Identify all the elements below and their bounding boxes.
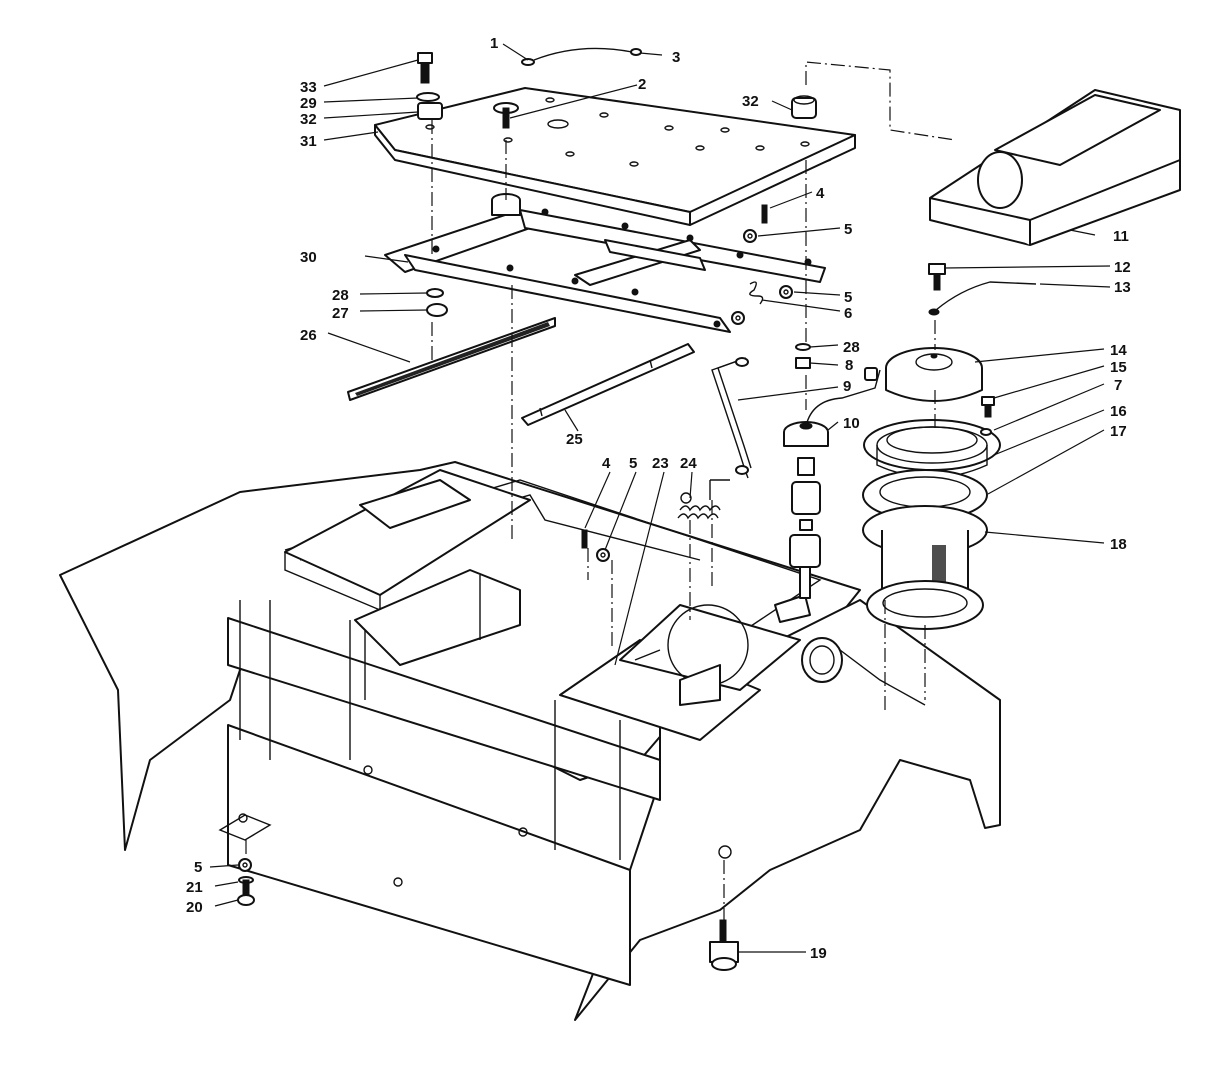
pivot-rod	[521, 343, 695, 426]
callout-15: 15	[1110, 359, 1127, 376]
leader-lines	[209, 43, 1111, 953]
callout-5: 5	[194, 859, 202, 876]
tank-cap	[885, 347, 983, 402]
center-lines	[245, 61, 956, 920]
callout-32: 32	[742, 93, 759, 110]
callout-4: 4	[816, 185, 825, 202]
callout-31: 31	[300, 133, 317, 150]
callout-4: 4	[602, 455, 611, 472]
callout-30: 30	[300, 249, 317, 266]
foam-strip	[347, 317, 556, 401]
spring	[677, 492, 721, 520]
callout-29: 29	[300, 95, 317, 112]
callout-14: 14	[1110, 342, 1127, 359]
seat-plate	[374, 87, 856, 226]
linkage-rod	[711, 357, 752, 479]
callout-6: 6	[844, 305, 852, 322]
callout-5: 5	[844, 221, 852, 238]
callout-28: 28	[332, 287, 349, 304]
callout-8: 8	[845, 357, 853, 374]
callout-20: 20	[186, 899, 203, 916]
callout-5: 5	[844, 289, 852, 306]
seat-frame	[384, 193, 826, 333]
callout-28: 28	[843, 339, 860, 356]
callout-5: 5	[629, 455, 637, 472]
callout-33: 33	[300, 79, 317, 96]
callout-21: 21	[186, 879, 203, 896]
callout-13: 13	[1114, 279, 1131, 296]
callout-32: 32	[300, 111, 317, 128]
callout-16: 16	[1110, 403, 1127, 420]
callout-27: 27	[332, 305, 349, 322]
callout-11: 11	[1113, 228, 1129, 245]
callout-12: 12	[1114, 259, 1131, 276]
switch-assembly	[783, 367, 881, 599]
console-cover	[929, 89, 1181, 246]
callout-3: 3	[672, 49, 680, 66]
chassis-body	[59, 461, 1001, 1021]
callout-25: 25	[566, 431, 583, 448]
callout-10: 10	[843, 415, 860, 432]
callout-9: 9	[843, 378, 851, 395]
callout-labels: 1 2 3 4 4 5 5 5 5 6 7 8 9 10 11 12 13 14…	[186, 35, 1131, 962]
callout-2: 2	[638, 76, 646, 93]
tank-body	[862, 505, 988, 630]
callout-1: 1	[490, 35, 498, 52]
callout-7: 7	[1114, 377, 1122, 394]
callout-18: 18	[1110, 536, 1127, 553]
callout-17: 17	[1110, 423, 1127, 440]
callout-24: 24	[680, 455, 697, 472]
callout-19: 19	[810, 945, 827, 962]
tank-neck	[863, 419, 1001, 479]
callout-23: 23	[652, 455, 669, 472]
callout-26: 26	[300, 327, 317, 344]
hardware	[237, 47, 1037, 971]
